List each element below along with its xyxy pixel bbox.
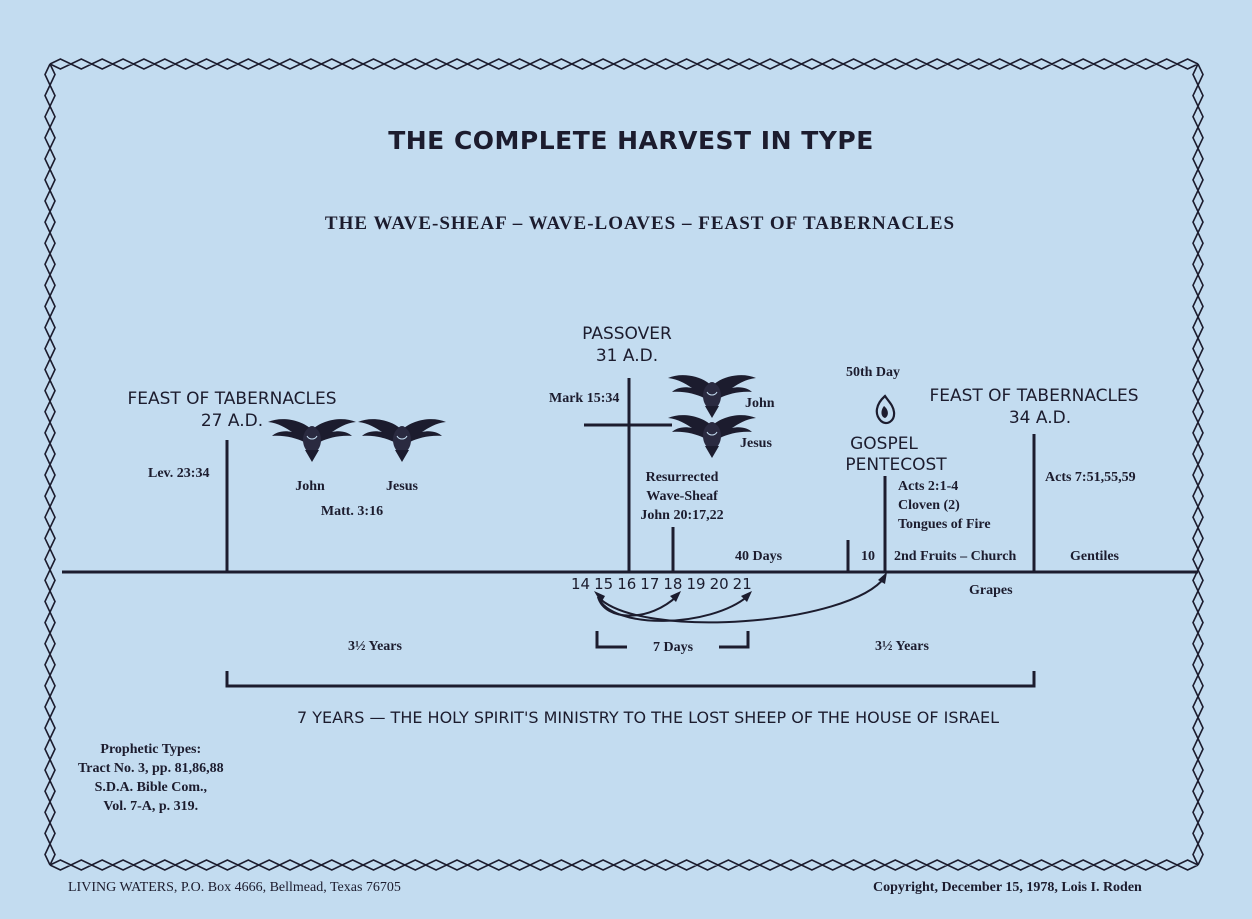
day-arrows (597, 576, 886, 624)
border-chain (1192, 63, 1204, 866)
pentecost-note: Acts 2:1-4 (898, 479, 959, 494)
day-numbers: 14 15 16 17 18 19 20 21 (571, 577, 752, 592)
border-chain (49, 58, 1199, 70)
prophetic-type-line: Prophetic Types: (100, 742, 202, 757)
day-number: 19 (686, 575, 706, 593)
border-chain (49, 859, 1199, 871)
wave-sheaf-line: John 20:17,22 (640, 508, 724, 523)
footer-copyright: Copyright, December 15, 1978, Lois I. Ro… (873, 880, 1142, 895)
dove-label-john: John (295, 479, 325, 494)
day-number: 21 (732, 575, 752, 593)
dove-label-john-top: John (745, 396, 775, 411)
wave-sheaf-line: Resurrected (645, 470, 719, 485)
pentecost-line1: GOSPEL (850, 434, 918, 454)
wave-sheaf-note: Resurrected Wave-Sheaf John 20:17,22 (640, 471, 723, 523)
passover-line1: PASSOVER (582, 324, 672, 344)
dove-label-jesus-bottom: Jesus (740, 436, 772, 451)
page-subtitle: THE WAVE-SHEAF – WAVE-LOAVES – FEAST OF … (324, 213, 956, 234)
prophetic-type-line: S.D.A. Bible Com., (94, 780, 207, 795)
half-years-right: 3½ Years (875, 639, 929, 654)
prophetic-type-line: Vol. 7-A, p. 319. (103, 799, 199, 814)
feast-34-line1: FEAST OF TABERNACLES (929, 386, 1139, 406)
ten-days-label: 10 (861, 549, 875, 564)
pentecost-note: Cloven (2) (898, 498, 960, 513)
day-number: 14 (571, 575, 591, 593)
bracket-seven-days (595, 631, 750, 649)
flame-icon (875, 394, 896, 425)
pentecost-notes: Acts 2:1-4 Cloven (2) Tongues of Fire (898, 480, 991, 532)
dove-icon (357, 418, 447, 463)
feast-27-line2: 27 A.D. (200, 411, 264, 431)
wave-sheaf-line: Wave-Sheaf (646, 489, 718, 504)
border-chain (44, 63, 56, 866)
passover-line2: 31 A.D. (595, 346, 659, 366)
feast-34-line2: 34 A.D. (1008, 408, 1072, 428)
forty-days-label: 40 Days (735, 549, 783, 564)
grapes-label: Grapes (969, 583, 1013, 598)
page-title: THE COMPLETE HARVEST IN TYPE (388, 126, 874, 155)
pentecost-note: Tongues of Fire (898, 517, 991, 532)
pentecost-line2: PENTECOST (845, 455, 947, 475)
dove-label-jesus: Jesus (386, 479, 418, 494)
church-label: 2nd Fruits – Church (894, 549, 1017, 564)
decorative-border (44, 58, 1204, 871)
pentecost-day: 50th Day (845, 365, 901, 380)
gentiles-label: Gentiles (1070, 549, 1119, 564)
feast-27-line1: FEAST OF TABERNACLES (127, 389, 337, 409)
seven-days-label: 7 Days (652, 640, 694, 655)
feast-34-ref: Acts 7:51,55,59 (1045, 470, 1136, 485)
bracket-seven-years (225, 671, 1036, 688)
baptism-ref: Matt. 3:16 (320, 504, 384, 519)
day-number: 16 (617, 575, 637, 593)
dove-icon (667, 374, 757, 419)
feast-27-ref: Lev. 23:34 (148, 466, 210, 481)
footer-address: LIVING WATERS, P.O. Box 4666, Bellmead, … (68, 880, 401, 895)
day-number: 17 (640, 575, 660, 593)
day-number: 18 (663, 575, 683, 593)
half-years-left: 3½ Years (348, 639, 402, 654)
dove-icon (267, 418, 357, 463)
day-number: 15 (594, 575, 614, 593)
prophetic-type-line: Tract No. 3, pp. 81,86,88 (78, 761, 224, 776)
day-number: 20 (709, 575, 729, 593)
prophetic-types: Prophetic Types: Tract No. 3, pp. 81,86,… (78, 743, 224, 814)
ministry-caption: 7 YEARS — THE HOLY SPIRIT'S MINISTRY TO … (297, 708, 999, 727)
passover-ref: Mark 15:34 (549, 391, 620, 406)
